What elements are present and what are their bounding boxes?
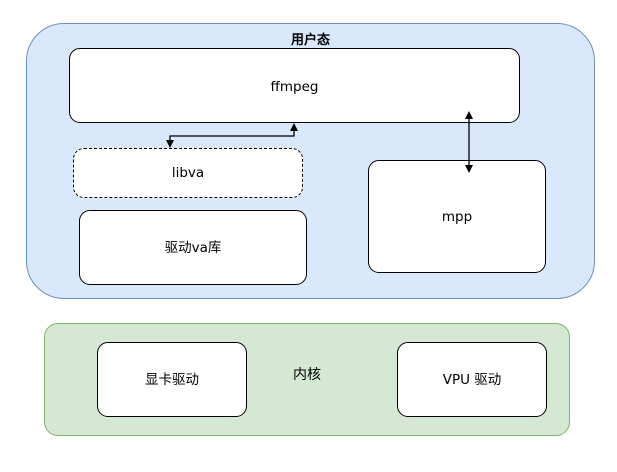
- driver-va-library-label: 驱动va库: [164, 239, 222, 256]
- arrowhead-to-ffmpeg-left: [290, 123, 298, 131]
- driver-va-library-box: 驱动va库: [79, 210, 307, 285]
- ffmpeg-libva-connector: [169, 130, 295, 141]
- ffmpeg-box: ffmpeg: [69, 48, 520, 123]
- mpp-label: mpp: [441, 208, 473, 225]
- user-space-title: 用户态: [290, 33, 330, 48]
- libva-box: libva: [73, 148, 303, 198]
- vpu-driver-label: VPU 驱动: [442, 371, 502, 388]
- mpp-box: mpp: [368, 160, 546, 273]
- ffmpeg-label: ffmpeg: [270, 79, 319, 95]
- gpu-driver-box: 显卡驱动: [97, 342, 247, 417]
- kernel-title: 内核: [293, 367, 321, 383]
- libva-label: libva: [171, 165, 205, 181]
- vpu-driver-box: VPU 驱动: [397, 342, 547, 417]
- arrowhead-to-libva: [166, 140, 174, 148]
- arrowhead-to-ffmpeg-right: [465, 111, 473, 119]
- gpu-driver-label: 显卡驱动: [145, 371, 199, 388]
- arrowhead-to-mpp: [465, 165, 473, 173]
